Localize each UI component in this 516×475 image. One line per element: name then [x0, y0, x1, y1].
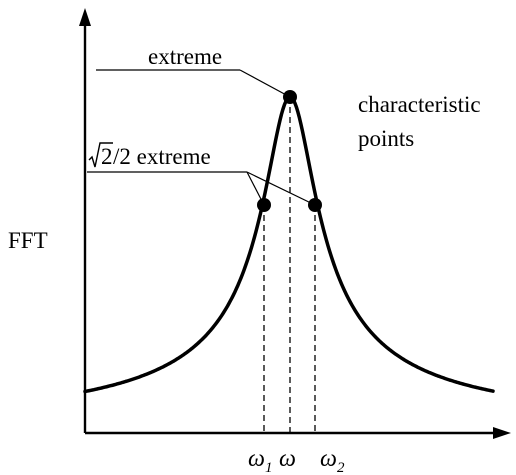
- x-axis-arrow: [493, 427, 511, 439]
- half-power-leader-to-omega2: [246, 171, 316, 206]
- y-axis-label: FFT: [8, 228, 48, 253]
- characteristic-label-line2: points: [358, 126, 414, 151]
- sqrt-sign: [88, 142, 113, 168]
- resonance-curve: [83, 95, 495, 394]
- omega1-subscript: 1: [265, 460, 273, 475]
- y-axis-arrow: [79, 8, 91, 26]
- omega2-label: ω 2: [320, 446, 345, 475]
- extreme-label: extreme: [148, 44, 222, 69]
- omega2-point: [308, 198, 322, 212]
- omega2-symbol: ω: [320, 446, 337, 472]
- extreme-leader-diagonal: [239, 69, 291, 98]
- characteristic-points: [257, 90, 322, 212]
- omega1-label: ω 1: [248, 446, 273, 475]
- half-power-label: 2 /2 extreme: [88, 142, 211, 169]
- omega1-point: [257, 198, 271, 212]
- half-power-text: /2 extreme: [113, 144, 211, 169]
- omega1-symbol: ω: [248, 446, 265, 472]
- leader-lines: [87, 69, 316, 206]
- omega-label: ω: [279, 446, 296, 472]
- peak-point: [283, 90, 297, 104]
- characteristic-label-line1: characteristic: [358, 92, 481, 117]
- sqrt-radicand: 2: [101, 144, 113, 169]
- omega2-subscript: 2: [337, 460, 345, 475]
- frequency-guides: [263, 97, 316, 433]
